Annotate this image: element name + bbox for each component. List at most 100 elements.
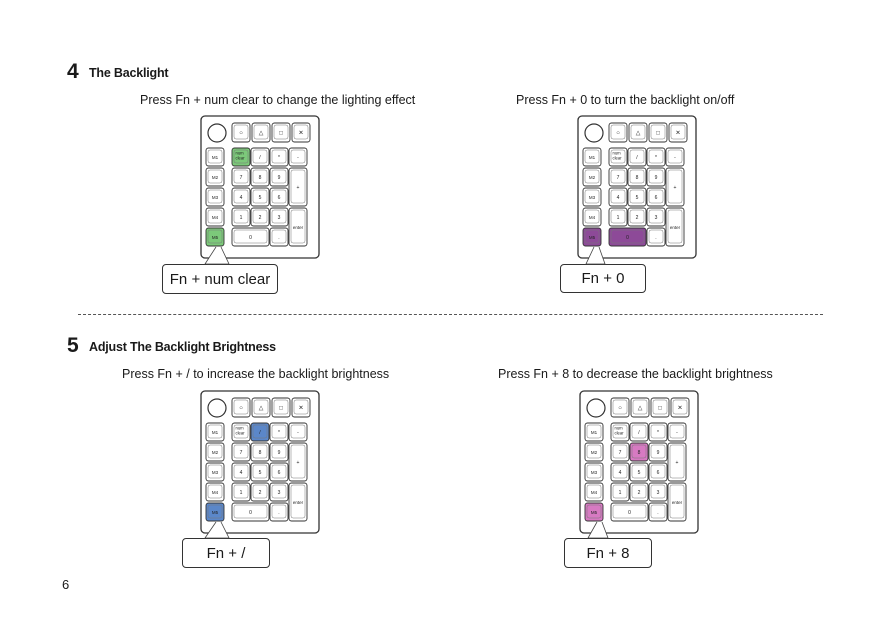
key-label: num bbox=[613, 151, 622, 156]
key-label: clear bbox=[615, 431, 625, 436]
key-label: clear bbox=[236, 156, 246, 161]
key-label: M2 bbox=[212, 450, 219, 455]
key-label: 8 bbox=[638, 450, 641, 456]
key-1: 1 bbox=[231, 207, 251, 227]
key-label: 6 bbox=[655, 195, 658, 201]
key-label: * bbox=[655, 155, 657, 161]
key-label: 3 bbox=[657, 490, 660, 496]
macro-key-m5: M5 bbox=[584, 502, 604, 522]
macro-key-m5: M5 bbox=[205, 227, 225, 247]
knob bbox=[586, 398, 606, 418]
key-label: ○ bbox=[239, 405, 243, 411]
key-5: 5 bbox=[627, 187, 647, 207]
icon-key-2: △ bbox=[251, 397, 271, 418]
key-label: + bbox=[297, 185, 300, 191]
key-slash: / bbox=[250, 422, 270, 442]
key-label: 5 bbox=[638, 470, 641, 476]
key-7: 7 bbox=[608, 167, 628, 187]
key-label: 7 bbox=[240, 175, 243, 181]
key-label: 9 bbox=[657, 450, 660, 456]
key-label: 1 bbox=[617, 215, 620, 221]
key-label: num bbox=[615, 426, 624, 431]
key-label: / bbox=[259, 155, 261, 161]
macro-key-m2: M2 bbox=[584, 442, 604, 462]
key-label: - bbox=[297, 155, 299, 161]
key-label: 7 bbox=[240, 450, 243, 456]
knob bbox=[584, 123, 604, 143]
key-4: 4 bbox=[608, 187, 628, 207]
key-label: 1 bbox=[619, 490, 622, 496]
key-3: 3 bbox=[269, 482, 289, 502]
key-1: 1 bbox=[231, 482, 251, 502]
key-slash: / bbox=[250, 147, 270, 167]
key-label: ○ bbox=[616, 130, 620, 136]
key-label: 9 bbox=[278, 175, 281, 181]
macro-key-m2: M2 bbox=[205, 167, 225, 187]
macro-key-m4: M4 bbox=[584, 482, 604, 502]
section-4-title: The Backlight bbox=[89, 66, 169, 80]
key-label: M1 bbox=[212, 430, 219, 435]
key-3: 3 bbox=[269, 207, 289, 227]
key-label: 3 bbox=[655, 215, 658, 221]
key-label: △ bbox=[636, 130, 641, 136]
key-label: 0 bbox=[626, 235, 629, 241]
key-label: 5 bbox=[259, 470, 262, 476]
key-3: 3 bbox=[648, 482, 668, 502]
key-label: 8 bbox=[259, 450, 262, 456]
key-label: 7 bbox=[619, 450, 622, 456]
key-label: M3 bbox=[212, 470, 219, 475]
key-minus: - bbox=[665, 147, 685, 167]
key-label: M4 bbox=[589, 215, 596, 220]
key-7: 7 bbox=[610, 442, 630, 462]
key-4: 4 bbox=[231, 462, 251, 482]
key-enter: enter bbox=[665, 207, 685, 247]
key-2: 2 bbox=[250, 207, 270, 227]
key-6: 6 bbox=[269, 187, 289, 207]
key-1: 1 bbox=[610, 482, 630, 502]
key-2: 2 bbox=[250, 482, 270, 502]
macro-key-m3: M3 bbox=[205, 462, 225, 482]
key-2: 2 bbox=[629, 482, 649, 502]
key-6: 6 bbox=[646, 187, 666, 207]
key-label: - bbox=[674, 155, 676, 161]
macro-key-m2: M2 bbox=[582, 167, 602, 187]
key-minus: - bbox=[667, 422, 687, 442]
key-label: 2 bbox=[259, 215, 262, 221]
key-label: M5 bbox=[591, 510, 598, 515]
key-label: 7 bbox=[617, 175, 620, 181]
macro-key-m5: M5 bbox=[582, 227, 602, 247]
key-label: 8 bbox=[636, 175, 639, 181]
key-minus: - bbox=[288, 422, 308, 442]
key-1: 1 bbox=[608, 207, 628, 227]
key-label: M1 bbox=[212, 155, 219, 160]
key-7: 7 bbox=[231, 442, 251, 462]
icon-key-1: ○ bbox=[608, 122, 628, 143]
key-label: + bbox=[676, 460, 679, 466]
icon-key-3: □ bbox=[271, 122, 291, 143]
key-label: + bbox=[297, 460, 300, 466]
key-label: ✕ bbox=[677, 405, 682, 411]
key-label: 4 bbox=[240, 195, 243, 201]
key-asterisk: * bbox=[646, 147, 666, 167]
icon-key-2: △ bbox=[628, 122, 648, 143]
key-label: △ bbox=[259, 130, 264, 136]
key-label: enter bbox=[672, 500, 683, 505]
key-dot: . bbox=[269, 227, 289, 247]
key-label: ✕ bbox=[675, 130, 680, 136]
key-5: 5 bbox=[629, 462, 649, 482]
key-slash: / bbox=[627, 147, 647, 167]
key-label: 0 bbox=[249, 235, 252, 241]
key-4: 4 bbox=[610, 462, 630, 482]
key-label: ○ bbox=[618, 405, 622, 411]
icon-key-1: ○ bbox=[610, 397, 630, 418]
key-label: □ bbox=[658, 405, 662, 411]
callout-fn-0: Fn + 0 bbox=[560, 264, 646, 293]
key-zero: 0 bbox=[608, 227, 647, 247]
icon-key-1: ○ bbox=[231, 122, 251, 143]
